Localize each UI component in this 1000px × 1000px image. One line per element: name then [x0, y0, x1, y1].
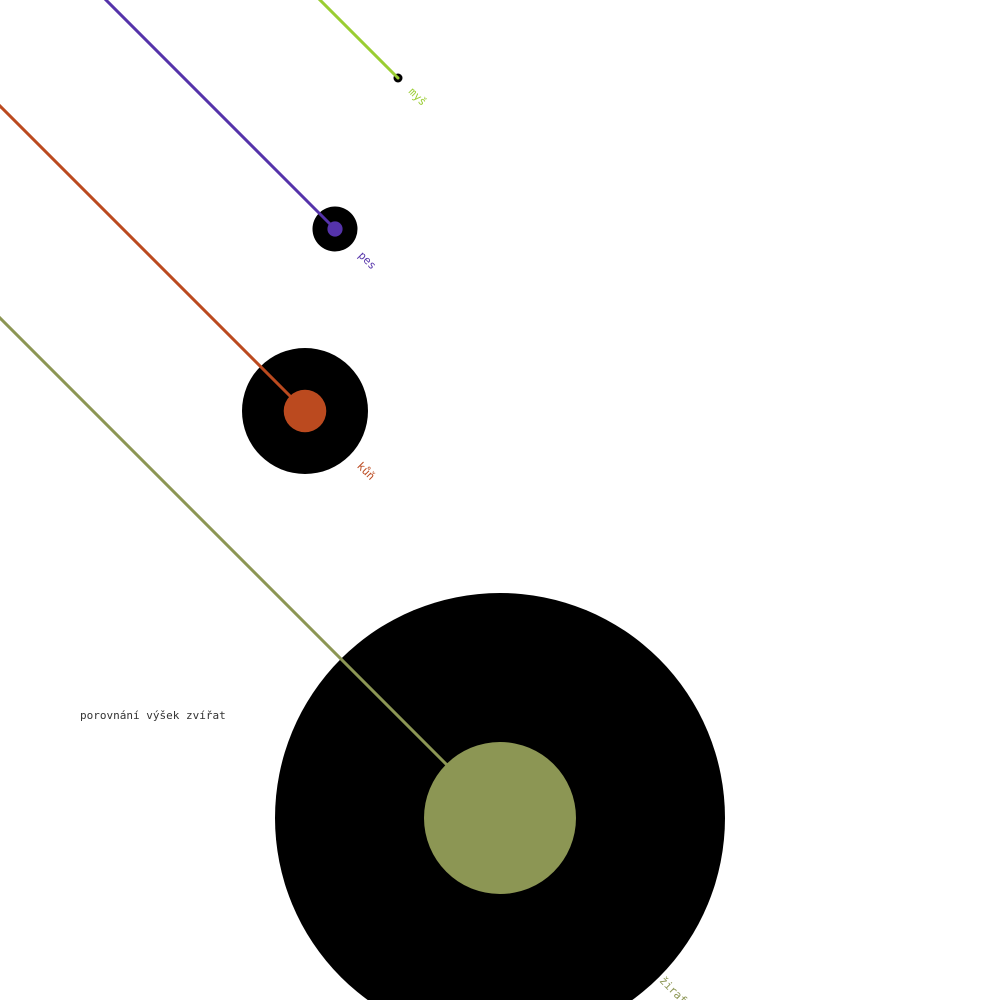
item-0-leader-line [317, 0, 400, 80]
item-2-leader-line [0, 103, 307, 413]
item-2-inner-bubble [283, 389, 327, 433]
item-3-leader-line [0, 315, 502, 820]
item-0-inner-bubble [396, 76, 400, 80]
item-2-label: kůň [354, 460, 377, 483]
item-1-label: pes [356, 249, 379, 272]
chart-title: porovnání výšek zvířat [80, 709, 226, 722]
item-1-leader-line [103, 0, 337, 231]
item-1-inner-bubble [327, 221, 343, 237]
item-3-label: žirafa [657, 974, 694, 1000]
item-3-inner-bubble [424, 742, 576, 894]
item-0-label: myš [406, 85, 429, 108]
